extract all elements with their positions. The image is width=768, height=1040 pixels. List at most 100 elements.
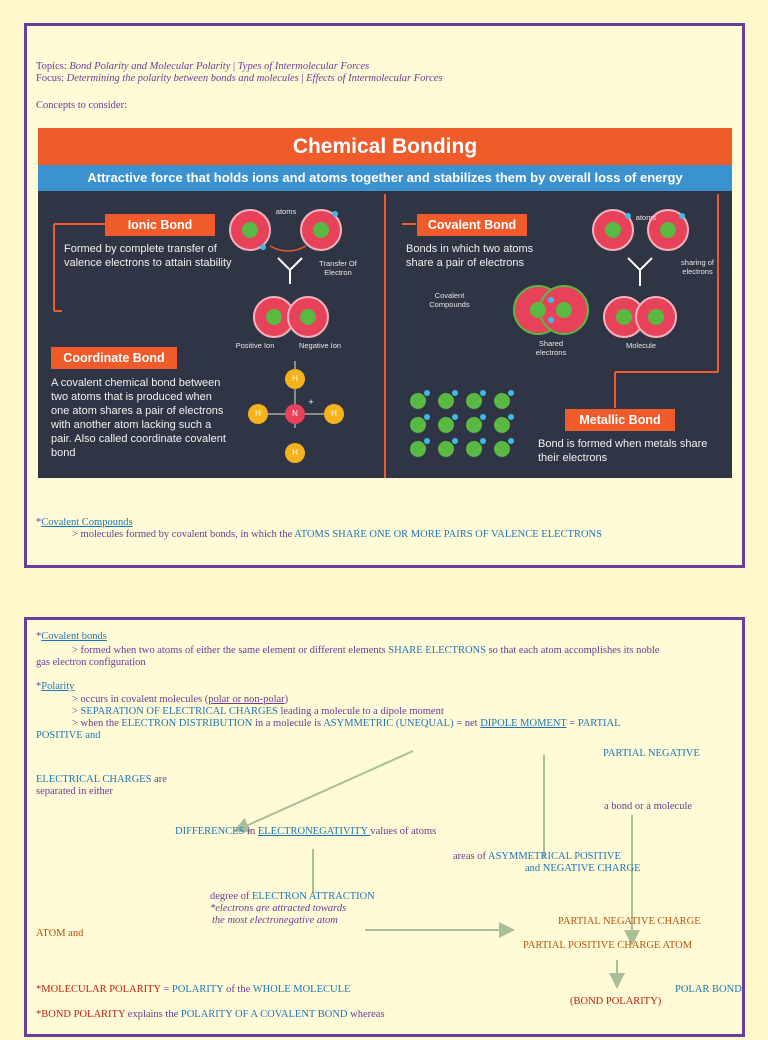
bond-polarity-highlight: BOND POLARITY	[41, 1009, 126, 1020]
covalent-bond-label: Covalent Bond	[417, 214, 527, 236]
electron-distribution-highlight: ELECTRON DISTRIBUTION	[121, 718, 253, 729]
ionic-atoms-label: atoms	[275, 207, 297, 216]
sharing-label: sharing of electrons	[681, 258, 714, 276]
free-electron	[452, 390, 458, 396]
text: >	[72, 706, 81, 717]
asymmetric-highlight: ASYMMETRIC (UNEQUAL)	[323, 718, 454, 729]
bond-or-molecule: a bond or a molecule	[604, 801, 693, 812]
covalent-bonds-def-line1: > formed when two atoms of either the sa…	[72, 645, 659, 657]
partial-highlight: PARTIAL	[577, 718, 621, 729]
text: leading a molecule to a dipole moment	[277, 706, 444, 717]
asterisk: *	[36, 984, 42, 995]
ionic-bond-label: Ionic Bond	[105, 214, 215, 236]
separation-highlight: SEPARATION OF ELECTRICAL CHARGES	[80, 706, 278, 717]
free-electron	[424, 414, 430, 420]
concept-map-arrows	[233, 750, 640, 989]
ionic-atom-left	[229, 209, 271, 251]
text: > formed when two atoms of either the sa…	[72, 645, 389, 656]
ionic-pair	[253, 296, 329, 338]
partial-negative: PARTIAL NEGATIVE	[603, 748, 700, 759]
whole-molecule-highlight: WHOLE MOLECULE	[252, 984, 351, 995]
positive-and: POSITIVE and	[36, 730, 101, 741]
areas-line: areas of ASYMMETRICAL POSITIVE	[453, 851, 621, 863]
text: > occurs in covalent molecules (	[72, 694, 209, 705]
ionic-bond-description: Formed by complete transfer of valence e…	[64, 243, 232, 269]
polar-nonpolar-link[interactable]: polar or non-polar	[208, 694, 285, 705]
molecular-polarity-line: *MOLECULAR POLARITY = POLARITY of the WH…	[36, 984, 350, 996]
text: so that each atom accomplishes its noble	[485, 645, 660, 656]
metallic-bond-label: Metallic Bond	[565, 409, 675, 431]
covalent-bonds-link[interactable]: Covalent bonds	[41, 631, 107, 642]
h-atom-bottom: H	[292, 448, 298, 457]
positive-ion-label: Positive Ion	[235, 341, 275, 350]
polarity-line2: > SEPARATION OF ELECTRICAL CHARGES leadi…	[72, 706, 444, 718]
coordinate-diagram	[248, 361, 344, 463]
text: in	[244, 826, 258, 837]
covalent-compound-diagram	[513, 285, 589, 335]
molecule-diagram	[603, 296, 677, 338]
metal-ion	[410, 417, 426, 433]
concepts-heading: Concepts to consider:	[36, 100, 127, 111]
text: values of atoms	[370, 826, 437, 837]
metal-ion	[438, 393, 454, 409]
differences-highlight: DIFFERENCES	[175, 826, 245, 837]
free-electron	[480, 390, 486, 396]
electron-attraction-highlight: ELECTRON ATTRACTION	[251, 891, 375, 902]
focus-line: Focus: Determining the polarity between …	[36, 73, 443, 85]
partial-positive-charge-atom: PARTIAL POSITIVE CHARGE ATOM	[523, 940, 693, 951]
covalent-bond-description: Bonds in which two atoms share a pair of…	[406, 243, 534, 269]
covalent-atoms-label: atoms	[635, 213, 657, 222]
molecule-label: Molecule	[625, 341, 656, 350]
focus-label: Focus:	[36, 73, 65, 84]
electrical-charges-line: ELECTRICAL CHARGES are	[36, 774, 167, 786]
metallic-lattice	[410, 390, 514, 457]
negative-ion-label: Negative Ion	[298, 341, 342, 350]
free-electron	[508, 414, 514, 420]
bond-polarity-label: (BOND POLARITY)	[570, 996, 662, 1007]
differences-line: DIFFERENCES in ELECTRONEGATIVITY values …	[175, 826, 436, 838]
polarity-covalent-bond-highlight: POLARITY OF A COVALENT BOND	[180, 1009, 348, 1020]
covalent-bonds-term: *Covalent bonds	[36, 631, 107, 643]
polarity-line1: > occurs in covalent molecules (polar or…	[72, 694, 288, 706]
arrow-to-differences	[233, 750, 414, 833]
polarity-highlight: POLARITY	[171, 984, 224, 995]
text: of the	[223, 984, 253, 995]
metal-ion	[494, 417, 510, 433]
shared-electrons-label: Shared electrons	[535, 339, 567, 357]
metal-ion	[494, 441, 510, 457]
n-atom: N	[292, 409, 298, 418]
covalent-compounds-term: *Covalent Compounds	[36, 517, 133, 529]
text: =	[160, 984, 172, 995]
definition-highlight: ATOMS SHARE ONE OR MORE PAIRS OF VALENCE…	[294, 529, 602, 540]
text: in a molecule is	[252, 718, 324, 729]
text: whereas	[347, 1009, 385, 1020]
focus-separator: |	[301, 73, 304, 84]
text: > when the	[72, 718, 122, 729]
text: )	[284, 694, 289, 705]
h-atom-top: H	[292, 374, 298, 383]
free-electron	[424, 438, 430, 444]
covalent-atom-left	[592, 209, 634, 251]
covalent-compounds-definition: > molecules formed by covalent bonds, in…	[72, 529, 602, 541]
molecular-polarity-highlight: MOLECULAR POLARITY	[41, 984, 161, 995]
chemical-bonding-infographic: Chemical Bonding Attractive force that h…	[38, 128, 732, 478]
focus-2: Effects of Intermolecular Forces	[306, 73, 443, 84]
dipole-moment-link[interactable]: DIPOLE MOMENT	[480, 718, 567, 729]
free-electron	[452, 414, 458, 420]
polarity-link[interactable]: Polarity	[41, 681, 75, 692]
covalent-bonds-def-line2: gas electron configuration	[36, 657, 146, 668]
covalent-compounds-label: Covalent Compounds	[429, 291, 470, 309]
atom-and: ATOM and	[36, 928, 84, 939]
free-electron	[480, 438, 486, 444]
asymmetrical-positive-highlight: ASYMMETRICAL POSITIVE	[487, 851, 621, 862]
electronegativity-link[interactable]: ELECTRONEGATIVITY	[257, 826, 371, 837]
h-atom-left: H	[255, 409, 261, 418]
degree-line: degree of ELECTRON ATTRACTION	[210, 891, 375, 903]
partial-negative-charge: PARTIAL NEGATIVE CHARGE	[558, 916, 701, 927]
text: areas of	[453, 851, 488, 862]
asterisk: *	[36, 681, 42, 692]
plus-sign: +	[308, 397, 314, 407]
covalent-atom-right	[647, 209, 689, 251]
covalent-compounds-link[interactable]: Covalent Compounds	[41, 517, 133, 528]
transfer-label: Transfer Of Electron	[319, 259, 357, 277]
